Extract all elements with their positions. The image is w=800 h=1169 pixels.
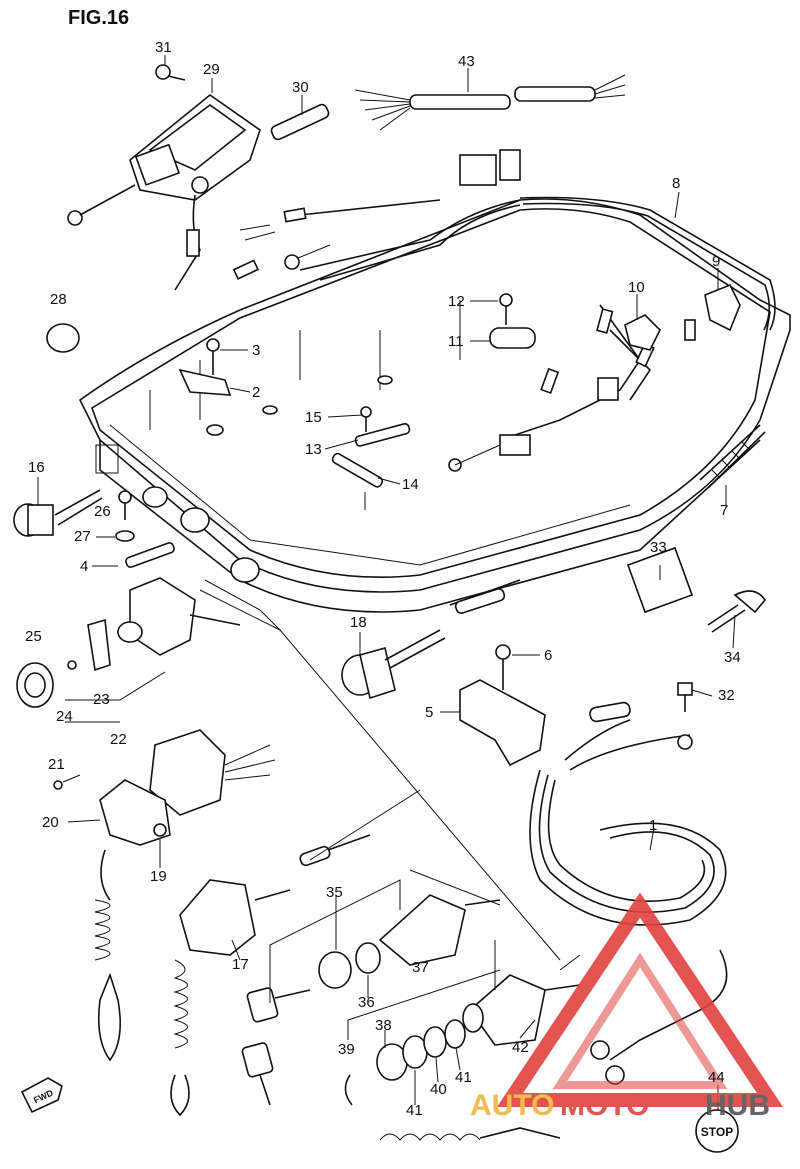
ignition-switch-17: [170, 879, 291, 1117]
callout-41-right: 41: [455, 1069, 472, 1086]
washer-27: [115, 530, 135, 542]
ring-40: [423, 1026, 447, 1058]
stop-button-label: STOP: [701, 1125, 733, 1139]
callout-27: 27: [74, 528, 91, 545]
stop-switch-20: [53, 729, 276, 846]
wire-clips: [331, 406, 411, 510]
callout-33: 33: [650, 539, 667, 556]
lanyard-39: [344, 1074, 561, 1141]
main-wiring-harness: [299, 149, 776, 472]
watermark-logo: AUTO MOTO HUB: [470, 892, 784, 1122]
ring-41b: [444, 1019, 466, 1049]
callout-17: 17: [232, 956, 249, 973]
callout-11: 11: [448, 333, 464, 350]
switch-42: [462, 974, 581, 1046]
bracket-5: [459, 644, 546, 767]
washer-36: [355, 942, 381, 974]
grommet-plug: [46, 323, 80, 353]
figure-title: FIG.16: [68, 7, 129, 29]
watermark-moto: MOTO: [560, 1089, 649, 1122]
watermark-auto: AUTO: [470, 1089, 554, 1122]
callout-14: 14: [402, 476, 419, 493]
fwd-arrow: FWD: [20, 1077, 63, 1114]
lanyard-coil-left: [94, 849, 121, 1062]
cdi-unit-assembly: [67, 64, 330, 291]
callout-25: 25: [25, 628, 42, 645]
switch-upper: [378, 894, 466, 966]
callout-5: 5: [425, 704, 433, 721]
stop-button: STOP: [695, 1109, 739, 1153]
loose-wire-connectors: [232, 199, 441, 280]
bracket-10: [624, 314, 661, 351]
callout-3: 3: [252, 342, 260, 359]
nut-35: [318, 951, 352, 989]
watermark-hub: HUB: [705, 1089, 770, 1122]
callout-labels: 31 29 30 43 8 9 10 28 12 11 3 2 15 13 14…: [25, 39, 741, 1119]
callout-2: 2: [252, 384, 260, 401]
key-set: [241, 987, 311, 1106]
callout-42: 42: [512, 1039, 529, 1056]
callout-15: 15: [305, 409, 322, 426]
knob-34: [707, 590, 766, 633]
callout-24: 24: [56, 708, 73, 725]
callout-20: 20: [42, 814, 59, 831]
callout-23: 23: [93, 691, 110, 708]
callout-10: 10: [628, 279, 645, 296]
callout-32: 32: [718, 687, 735, 704]
callout-8: 8: [672, 175, 680, 192]
callout-36: 36: [358, 994, 375, 1011]
callout-34: 34: [724, 649, 741, 666]
clip-4: [125, 542, 175, 568]
callout-40: 40: [430, 1081, 447, 1098]
protector-sleeve: [699, 424, 766, 489]
callout-leaders: [37, 55, 736, 1110]
callout-9: 9: [712, 253, 720, 270]
callout-21: 21: [48, 756, 65, 773]
extension-cable: [354, 74, 626, 131]
bolt-32: [677, 682, 693, 712]
callout-38: 38: [375, 1017, 392, 1034]
harness-clamp-2: [178, 338, 232, 396]
cover-clamp-11: [489, 293, 536, 349]
callout-6: 6: [544, 647, 552, 664]
callout-13: 13: [305, 441, 322, 458]
callout-29: 29: [203, 61, 220, 78]
callout-26: 26: [94, 503, 111, 520]
screw-26: [118, 490, 132, 504]
callout-7: 7: [720, 502, 728, 519]
callout-44: 44: [708, 1069, 725, 1086]
callout-37: 37: [412, 959, 429, 976]
callout-35: 35: [326, 884, 343, 901]
callout-19: 19: [150, 868, 167, 885]
grommet-16: [13, 489, 103, 537]
callout-4: 4: [80, 558, 88, 575]
bracket-9: [704, 283, 741, 332]
choke-knob-18: [341, 629, 446, 700]
bottom-cowl-tray: [78, 198, 791, 613]
callout-22: 22: [110, 731, 127, 748]
callout-1: 1: [649, 817, 657, 834]
callout-30: 30: [292, 79, 309, 96]
callout-41-left: 41: [406, 1102, 423, 1119]
battery-cable-1: [529, 701, 728, 1085]
callout-43: 43: [458, 53, 475, 70]
callout-12: 12: [448, 293, 465, 310]
callout-31: 31: [155, 39, 172, 56]
callout-18: 18: [350, 614, 367, 631]
switch-assembly-22: [16, 577, 241, 723]
callout-16: 16: [28, 459, 45, 476]
callout-28: 28: [50, 291, 67, 308]
callout-39: 39: [338, 1041, 355, 1058]
